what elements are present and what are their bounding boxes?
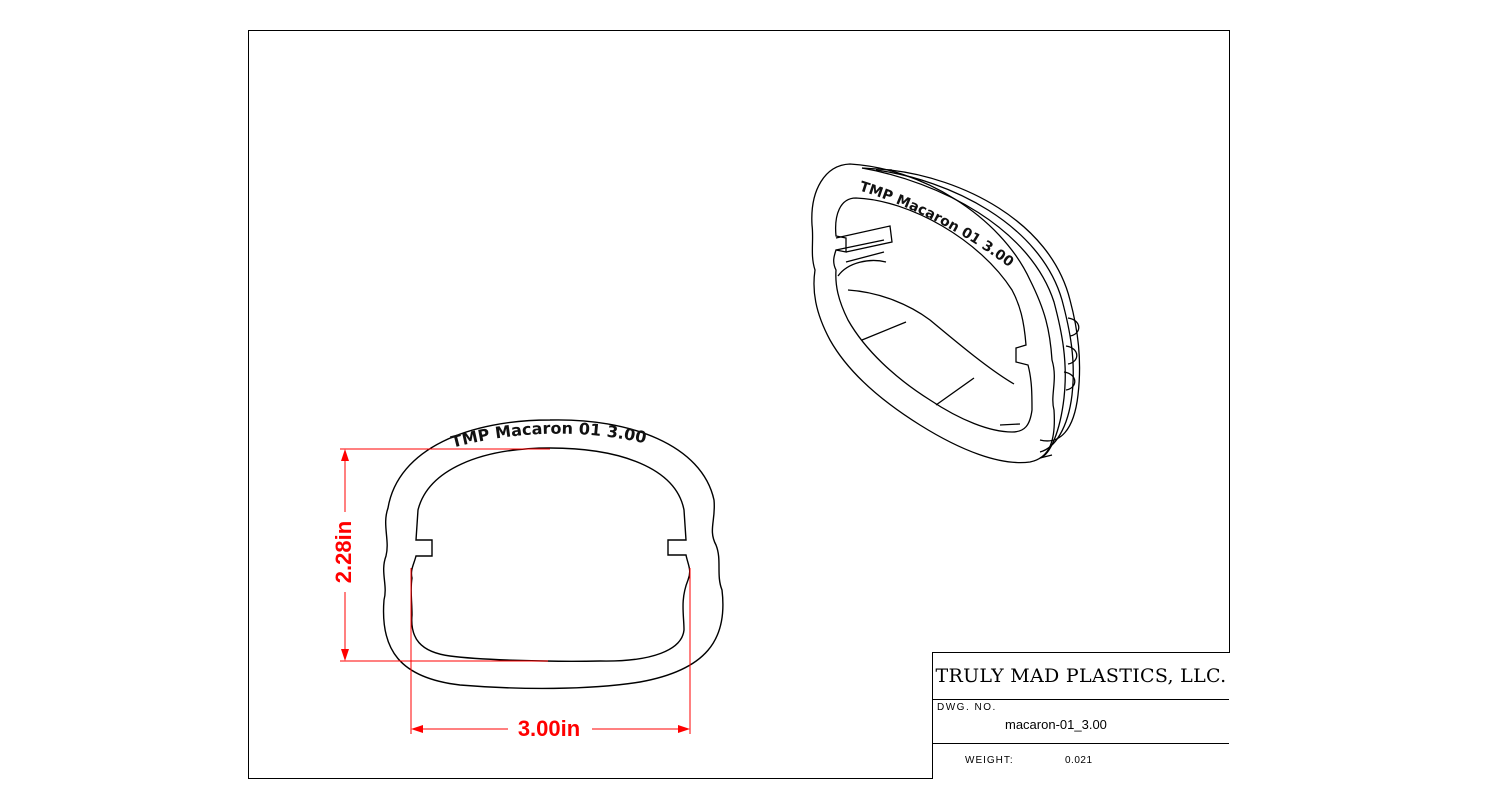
- height-arrow-top: [341, 449, 349, 461]
- iso-back-layer-2: [875, 169, 1074, 453]
- iso-view-engraving: TMP Macaron 01 3.00: [858, 179, 1017, 271]
- width-dimension-label: 3.00in: [518, 716, 580, 741]
- width-arrow-right: [678, 725, 690, 733]
- front-view-engraving: TMP Macaron 01 3.00: [449, 419, 648, 452]
- height-dimension-label: 2.28in: [331, 521, 356, 583]
- front-view: [382, 419, 724, 690]
- height-arrow-bottom: [341, 649, 349, 661]
- front-view-inner-profile: [410, 447, 691, 662]
- iso-right-bumps: [1063, 317, 1080, 391]
- iso-front-outer-profile: [811, 163, 1056, 464]
- iso-back-layer-3: [889, 169, 1081, 442]
- height-dimension: 2.28in: [331, 448, 550, 662]
- title-block-drawing-number-row: DWG. NO. macaron-01_3.00: [933, 699, 1229, 744]
- iso-back-layer-1: [861, 167, 1066, 459]
- width-dimension: 3.00in: [410, 568, 691, 741]
- title-block: TRULY MAD PLASTICS, LLC. DWG. NO. macaro…: [932, 652, 1230, 779]
- weight-label: WEIGHT:: [965, 755, 1014, 766]
- drawing-number-label: DWG. NO.: [937, 702, 997, 713]
- iso-interior-notch-left: [835, 225, 893, 263]
- front-view-outer-profile: [382, 419, 724, 690]
- iso-interior-floor: [847, 289, 1015, 406]
- iso-interior-wall: [837, 259, 1021, 426]
- iso-front-inner-profile: [833, 197, 1033, 433]
- drawing-number-value: macaron-01_3.00: [1005, 717, 1107, 732]
- weight-value: 0.021: [1065, 755, 1093, 766]
- title-block-weight-row: WEIGHT: 0.021: [933, 743, 1229, 778]
- isometric-view: [811, 163, 1081, 464]
- title-block-company: TRULY MAD PLASTICS, LLC.: [933, 653, 1229, 700]
- width-arrow-left: [411, 725, 423, 733]
- drawing-sheet-border: [248, 30, 1230, 779]
